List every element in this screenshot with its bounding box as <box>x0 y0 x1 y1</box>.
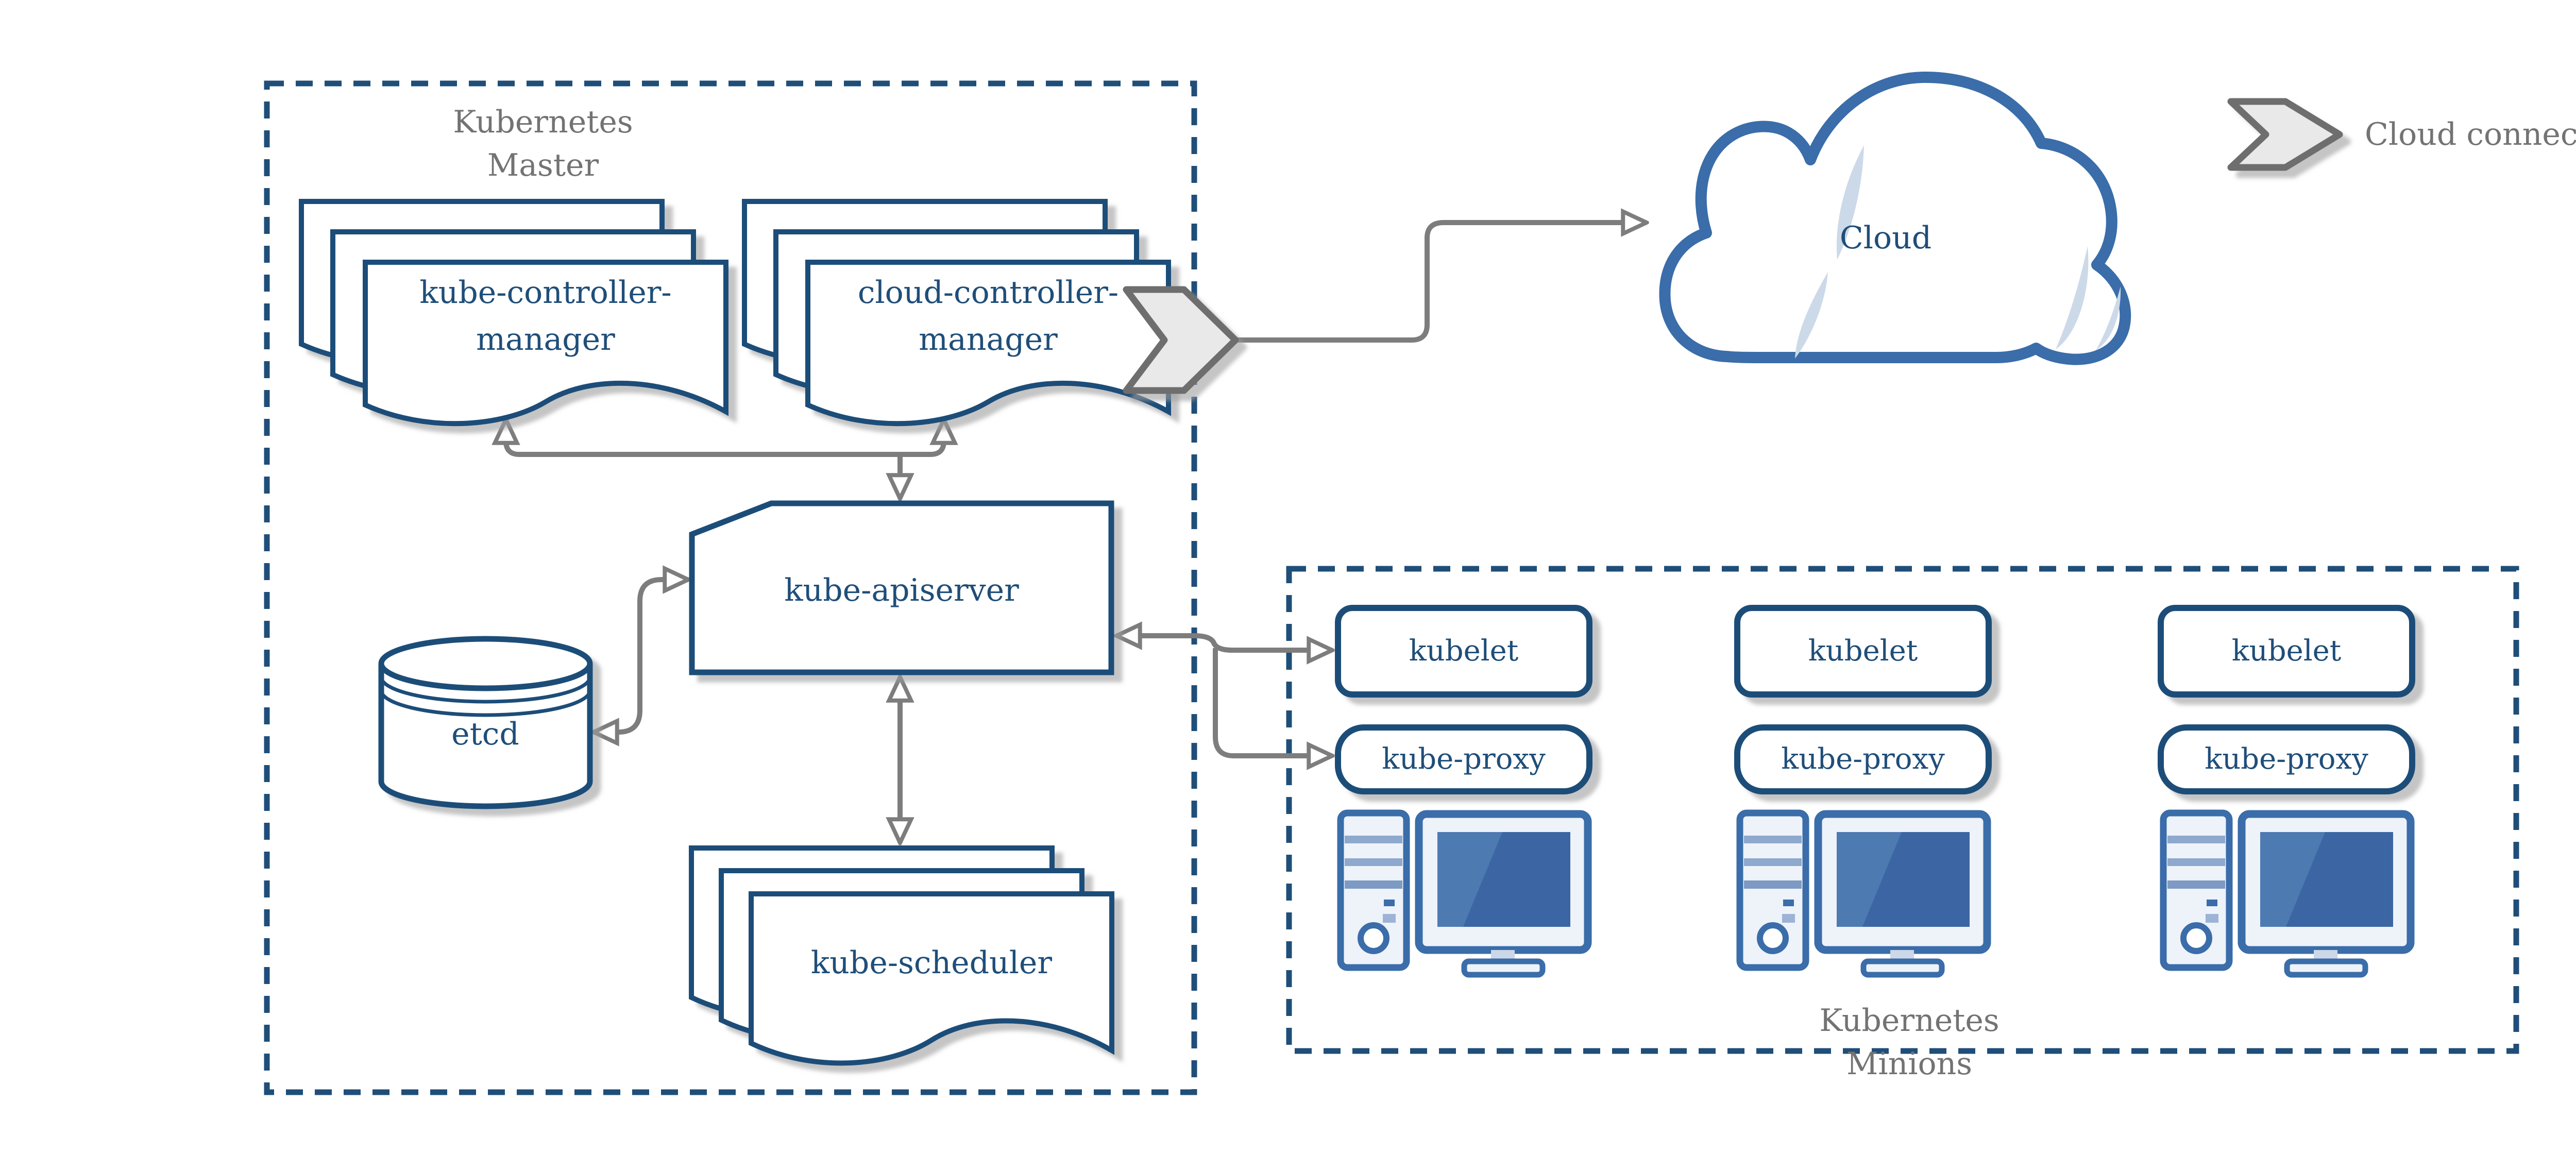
kube-controller-manager-label-line2: manager <box>476 321 615 358</box>
kube-apiserver-shape <box>689 500 1114 675</box>
kube-proxy-label: kube-proxy <box>1781 742 1945 776</box>
kube-proxy-box <box>1734 724 1992 794</box>
cylinder-ring <box>379 676 592 704</box>
etcd-shape <box>378 636 593 809</box>
kube-scheduler-shape <box>689 845 1114 1066</box>
workstation-icon <box>1341 813 1588 975</box>
master-title-line1: Kubernetes <box>453 104 633 140</box>
workstation-icon <box>1740 813 1987 975</box>
etcd-label: etcd <box>451 716 519 752</box>
node-column-2 <box>1734 605 1992 975</box>
document-front <box>363 260 728 427</box>
controllers-junction-arrow <box>506 419 944 457</box>
cloud-connector-chevron <box>1123 286 1239 394</box>
cloud-controller-manager-shape <box>742 199 1171 427</box>
kube-controller-manager-label-line1: kube-controller- <box>419 275 672 311</box>
kubelet-label: kubelet <box>2231 634 2342 668</box>
kube-controller-manager-shape <box>299 199 728 427</box>
minions-title-line1: Kubernetes <box>1819 1003 1999 1039</box>
legend-chevron-icon <box>2227 98 2343 171</box>
master-title-line2: Master <box>487 147 599 183</box>
kube-proxy-label: kube-proxy <box>1382 742 1546 776</box>
minions-title-line2: Minions <box>1846 1046 1973 1082</box>
controller-to-cloud-arrow <box>1236 223 1647 343</box>
cloud-label: Cloud <box>1839 220 1932 256</box>
cylinder-top <box>378 636 593 691</box>
cloud-glare <box>2056 246 2089 349</box>
cloud-controller-manager-label-line2: manager <box>919 321 1058 358</box>
kube-scheduler-label: kube-scheduler <box>810 945 1053 981</box>
minions-boundary <box>1286 566 2519 1054</box>
kube-proxy-box <box>2158 724 2415 794</box>
document-front <box>749 891 1114 1066</box>
cylinder-ring <box>379 690 592 717</box>
kube-proxy-box <box>1335 724 1592 794</box>
master-boundary <box>264 80 1197 1095</box>
cloud-outline <box>1659 71 2131 365</box>
cloud-shape <box>1659 71 2131 365</box>
apiserver-kubeproxy-arrow <box>1213 648 1332 756</box>
cloud-controller-manager-label-line1: cloud-controller- <box>857 275 1119 311</box>
kubelet-box <box>1335 605 1592 698</box>
kubelet-label: kubelet <box>1808 634 1918 668</box>
cloud-glare <box>1795 272 1828 359</box>
kube-proxy-label: kube-proxy <box>2205 742 2368 776</box>
apiserver-etcd-arrow <box>594 580 688 732</box>
kube-apiserver-label: kube-apiserver <box>784 572 1019 608</box>
kubelet-box <box>1734 605 1992 698</box>
node-column-3 <box>2158 605 2415 975</box>
legend-label: Cloud connector <box>2365 116 2576 152</box>
cloud-glare <box>1836 145 1864 260</box>
workstation-icon <box>2163 813 2411 975</box>
cloud-glare <box>2096 286 2121 350</box>
connectors <box>506 223 1647 843</box>
kubelet-box <box>2158 605 2415 698</box>
node-column-1 <box>1335 605 1592 975</box>
kubelet-label: kubelet <box>1409 634 1519 668</box>
document-front <box>805 260 1171 427</box>
apiserver-kubelet-arrow <box>1116 636 1332 650</box>
